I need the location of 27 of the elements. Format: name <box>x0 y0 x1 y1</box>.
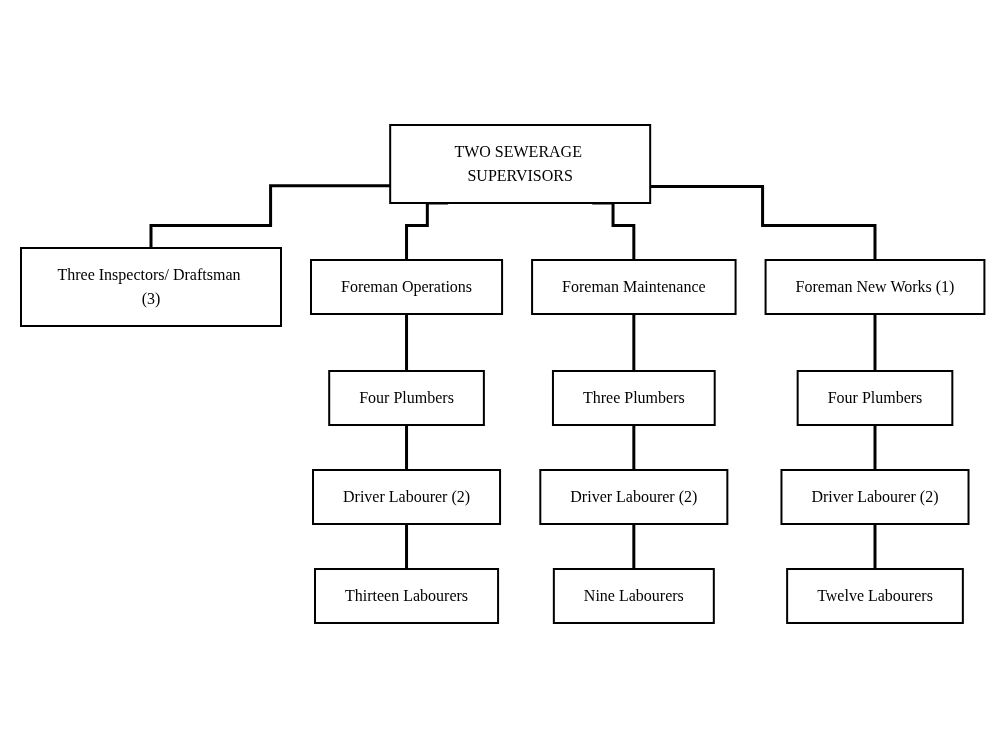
connector <box>592 201 636 261</box>
node-box: Three Inspectors/ Draftsman (3) <box>20 246 283 327</box>
node-box: Foreman New Works (1) <box>764 258 986 315</box>
connector <box>149 183 391 249</box>
node-box: Thirteen Labourers <box>314 567 500 624</box>
node-box: Four Plumbers <box>328 369 486 426</box>
node-box: Driver Labourer (2) <box>539 468 729 525</box>
node-box: Foreman Operations <box>310 258 504 315</box>
connector <box>405 522 409 570</box>
connector <box>873 312 877 372</box>
node-box: Driver Labourer (2) <box>312 468 502 525</box>
connector <box>632 423 636 471</box>
connector <box>873 522 877 570</box>
node-box: Three Plumbers <box>552 369 716 426</box>
node-box: Foreman Maintenance <box>531 258 737 315</box>
connector <box>405 423 409 471</box>
node-box: Twelve Labourers <box>786 567 965 624</box>
connector <box>632 522 636 570</box>
node-box: Four Plumbers <box>796 369 954 426</box>
node-box: TWO SEWERAGE SUPERVISORS <box>389 123 652 204</box>
connector <box>650 184 877 261</box>
connector <box>873 423 877 471</box>
connector <box>405 201 449 261</box>
node-box: Driver Labourer (2) <box>780 468 970 525</box>
connector <box>405 312 409 372</box>
connector <box>632 312 636 372</box>
node-box: Nine Labourers <box>553 567 716 624</box>
